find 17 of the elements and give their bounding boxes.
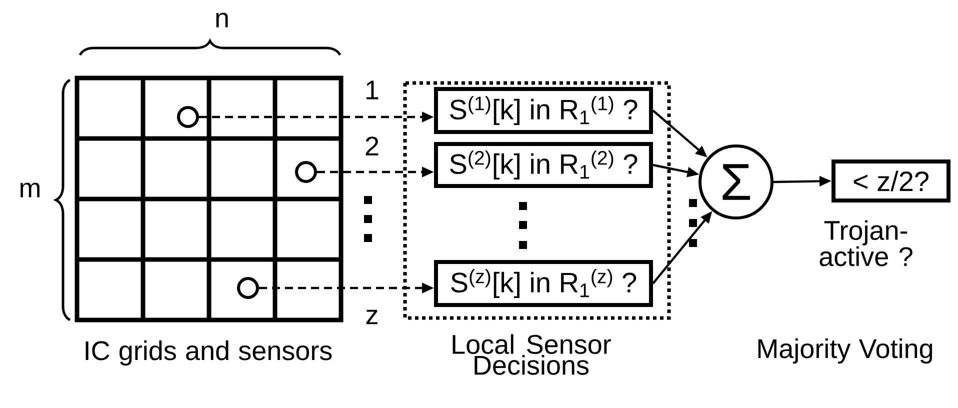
edge-label: z	[364, 308, 380, 326]
output-label: Trojan- active ?	[820, 220, 912, 266]
dimension-label: m	[20, 182, 40, 198]
node-label: Local Sensor Decisions	[452, 334, 611, 375]
sensor-circle	[237, 277, 259, 299]
stage-label: Majority Voting	[758, 338, 932, 364]
decision-box: S$^{(1)}$[k] in R$_{1}$$^{(1)}$ ?	[434, 87, 653, 134]
edge-label: 2	[364, 136, 381, 156]
sensor-circle	[177, 106, 199, 128]
edge-label: 1	[364, 80, 381, 100]
dimension-label: n	[216, 12, 228, 28]
decision-box: S$^{(2)}$[k] in R$_{1}$$^{(2)}$ ?	[434, 142, 653, 188]
threshold-box: < z/2?	[832, 160, 950, 202]
node-label: IC grids and sensors	[86, 340, 332, 366]
decision-box: S$^{(z)}$[k] in R$_{1}$$^{(z)}$ ?	[434, 260, 653, 307]
sensor-grid: IC grids and sensors	[74, 76, 344, 366]
sensor-circle	[295, 161, 317, 183]
